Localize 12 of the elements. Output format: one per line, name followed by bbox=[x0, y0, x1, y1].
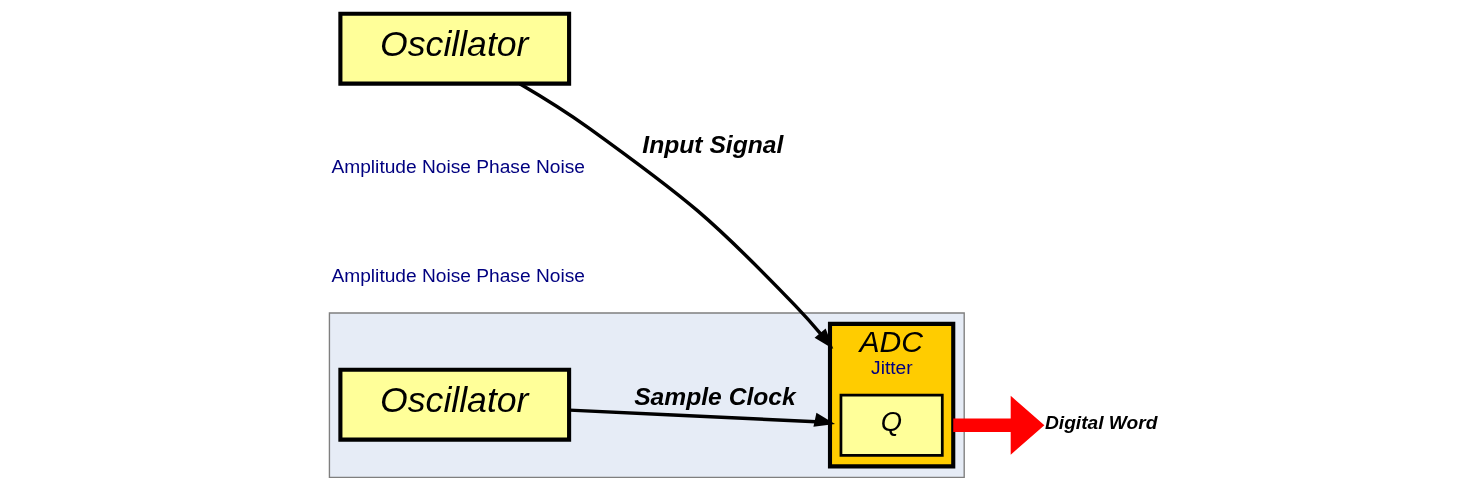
node-box: Oscillator bbox=[337, 367, 571, 442]
label: Amplitude Noise Phase Noise bbox=[330, 155, 585, 177]
edge-label: Sample Clock bbox=[633, 383, 796, 411]
node-box: Q bbox=[839, 393, 944, 457]
arrow bbox=[569, 408, 835, 427]
node-text: Digital Word bbox=[1044, 411, 1157, 433]
node-box: Oscillator bbox=[337, 11, 571, 86]
label: Amplitude Noise Phase Noise bbox=[330, 265, 585, 287]
edge-label: Input Signal bbox=[641, 131, 783, 159]
arrow bbox=[952, 395, 1044, 455]
cluster bbox=[328, 312, 965, 478]
arrow bbox=[518, 82, 833, 349]
